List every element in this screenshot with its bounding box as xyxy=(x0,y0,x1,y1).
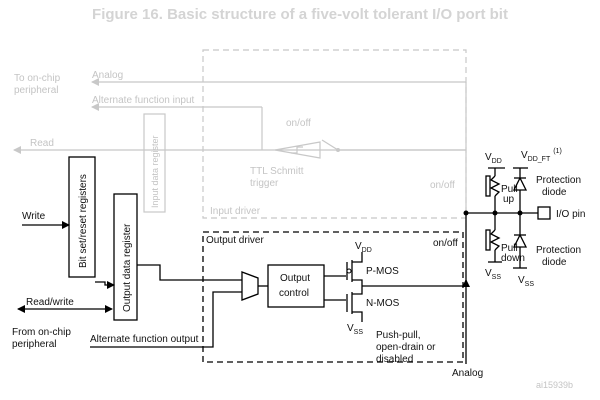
input-driver-section xyxy=(13,49,467,219)
read-label: Read xyxy=(30,138,54,149)
input-data-register-label: Input data register xyxy=(150,135,160,208)
nmos-label: N-MOS xyxy=(366,298,400,309)
ttl-schmitt-label-1: TTL Schmitt xyxy=(250,166,304,177)
onoff-top-label: on/off xyxy=(286,118,311,129)
from-onchip-label-2: peripheral xyxy=(12,339,56,350)
pmos-transistor xyxy=(324,252,363,292)
io-pin-pad xyxy=(537,206,551,220)
read-write-label: Read/write xyxy=(26,297,74,308)
input-driver-label: Input driver xyxy=(210,206,261,217)
analog-top-label: Analog xyxy=(92,70,123,81)
protection-diode-bottom xyxy=(512,213,528,269)
push-pull-label-1: Push-pull, xyxy=(376,330,420,341)
alt-func-output-label: Alternate function output xyxy=(90,334,199,345)
pull-up-label-2: up xyxy=(503,194,515,205)
output-driver-box xyxy=(202,231,464,363)
push-pull-label-3: disabled xyxy=(376,354,413,365)
vss-output-label: VSS xyxy=(347,323,363,336)
onoff-right-label-1: on/off xyxy=(430,180,455,191)
output-mux-symbol xyxy=(241,271,259,301)
protection-diode-top-label-1: Protection xyxy=(536,175,581,186)
ttl-schmitt-label-2: trigger xyxy=(250,178,279,189)
write-label: Write xyxy=(22,211,46,222)
reference-code: ai15939b xyxy=(536,380,573,390)
output-control-box xyxy=(267,264,325,308)
vss-pulldown-label: VSS xyxy=(485,268,501,281)
input-data-register-box xyxy=(143,113,166,213)
output-driver-label: Output driver xyxy=(206,235,264,246)
pull-down-label-2: down xyxy=(501,253,525,264)
schmitt-trigger-symbol xyxy=(274,141,321,159)
figure-title: Figure 16. Basic structure of a five-vol… xyxy=(92,6,508,23)
output-data-register-box xyxy=(113,193,138,321)
io-pin-label: I/O pin xyxy=(556,209,585,220)
alt-func-output-line xyxy=(90,291,242,348)
nmos-transistor xyxy=(324,292,363,322)
pull-up-resistor xyxy=(485,168,501,213)
pull-up-label-1: Pull xyxy=(501,184,518,195)
bit-set-reset-register-box xyxy=(68,156,96,278)
protection-diode-bottom-label-2: diode xyxy=(542,257,567,268)
pull-down-label-1: Pull xyxy=(501,243,518,254)
to-onchip-label-2: peripheral xyxy=(14,85,58,96)
protection-diode-top-label-2: diode xyxy=(542,187,567,198)
vdd-ft-label: VDD_FT(1) xyxy=(521,148,562,163)
protection-diode-top xyxy=(512,168,528,213)
alt-func-input-label: Alternate function input xyxy=(92,95,195,106)
pmos-label: P-MOS xyxy=(366,266,399,277)
output-control-label-1: Output xyxy=(280,273,310,284)
to-onchip-label-1: To on-chip xyxy=(14,73,61,84)
pull-down-resistor xyxy=(485,213,502,263)
output-control-label-2: control xyxy=(279,288,309,299)
protection-diode-bottom-label-1: Protection xyxy=(536,245,581,256)
vss-diode-label: VSS xyxy=(518,275,534,288)
vdd-output-label: VDD xyxy=(355,241,372,254)
output-data-register-label: Output data register xyxy=(122,223,133,312)
input-switch xyxy=(321,139,339,151)
input-driver-box xyxy=(202,49,467,219)
onoff-right-label-2: on/off xyxy=(433,238,458,249)
from-onchip-label-1: From on-chip xyxy=(12,327,71,338)
analog-bottom-label: Analog xyxy=(452,368,483,379)
bit-set-reset-label: Bit set/reset registers xyxy=(78,174,89,268)
push-pull-label-2: open-drain or xyxy=(376,342,436,353)
vdd-pullup-label: VDD xyxy=(485,152,502,165)
